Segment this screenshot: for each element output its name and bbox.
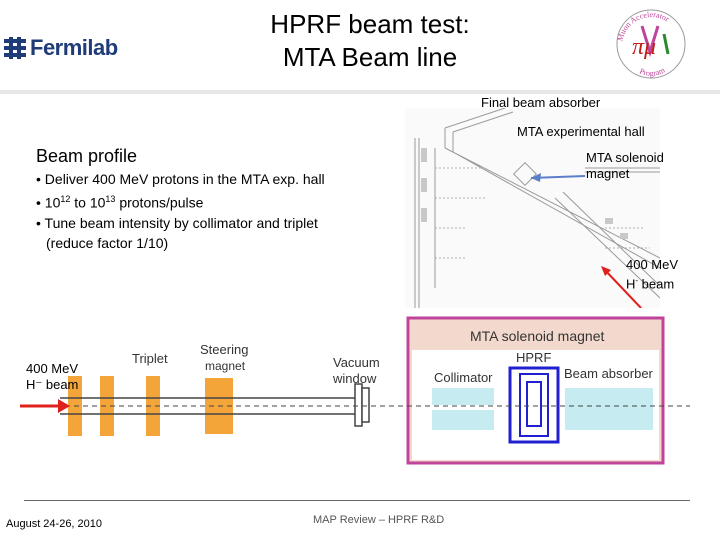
muon-accelerator-program-logo: Muon Accelerator Program πμ: [615, 9, 686, 79]
floor-beam-label-line2: H- beam: [626, 276, 675, 292]
triplet-magnet-2: [100, 376, 114, 436]
slide-title: HPRF beam test: MTA Beam line: [200, 8, 540, 74]
triplet-label: Triplet: [132, 351, 168, 366]
logo-bottom-text: Program: [638, 65, 667, 78]
floor-beam-label-line1: 400 MeV: [626, 257, 679, 272]
solenoid-title: MTA solenoid magnet: [470, 328, 604, 344]
svg-text:Program: Program: [638, 65, 667, 78]
beamline-beam-label-line2: H⁻ beam: [26, 377, 78, 392]
beamline-diagram: 400 MeV H⁻ beam Triplet Steering magnet …: [20, 316, 690, 465]
title-line-1: HPRF beam test:: [270, 9, 470, 39]
beam-absorber-block: [565, 388, 653, 430]
solenoid-label-line2: magnet: [586, 166, 630, 181]
hprf-cavity: [508, 366, 560, 444]
solenoid-label-line1: MTA solenoid: [586, 150, 664, 165]
beam-profile-item-3: • Tune beam intensity by collimator and …: [36, 214, 318, 231]
collimator-label: Collimator: [434, 370, 493, 385]
solenoid-label: MTA solenoid magnet: [586, 150, 664, 182]
hprf-label: HPRF: [516, 350, 551, 365]
footer-date: August 24-26, 2010: [6, 518, 103, 530]
vacuum-label-line2: window: [332, 371, 377, 386]
logo-symbols: πμ: [632, 34, 656, 60]
vacuum-label-line1: Vacuum: [333, 355, 380, 370]
collimator-block-bottom: [432, 410, 494, 430]
steering-label-line1: Steering: [200, 342, 248, 357]
triplet-magnet-3: [146, 376, 160, 436]
beam-profile-title: Beam profile: [36, 146, 138, 166]
vacuum-window: [354, 383, 363, 427]
footer-divider: [24, 500, 690, 501]
final-absorber-label: Final beam absorber: [481, 95, 601, 110]
fermilab-logo-text: Fermilab: [30, 35, 118, 60]
beamline-beam-label-line1: 400 MeV: [26, 361, 78, 376]
beam-profile-block: Beam profile • Deliver 400 MeV protons i…: [36, 145, 396, 253]
collimator-block-top: [432, 388, 494, 405]
floor-plan-diagram: [405, 108, 660, 308]
beam-profile-item-3-cont: (reduce factor 1/10): [46, 234, 169, 251]
header-band: [0, 90, 720, 94]
beam-profile-item-1: • Deliver 400 MeV protons in the MTA exp…: [36, 171, 325, 187]
title-line-2: MTA Beam line: [282, 42, 458, 72]
exp-hall-label: MTA experimental hall: [517, 124, 645, 139]
fermilab-icon: [4, 37, 26, 59]
slide-header: Fermilab HPRF beam test: MTA Beam line M…: [0, 0, 720, 92]
floor-beam-label: 400 MeV H- beam: [626, 257, 678, 292]
fermilab-logo: Fermilab: [4, 28, 120, 68]
absorber-label: Beam absorber: [564, 366, 654, 381]
steering-label-line2: magnet: [205, 359, 246, 373]
beam-profile-item-2: • 1012 to 1013 protons/pulse: [36, 194, 204, 211]
beam-arrow: [602, 267, 642, 308]
footer-title: MAP Review – HPRF R&D: [313, 514, 445, 526]
